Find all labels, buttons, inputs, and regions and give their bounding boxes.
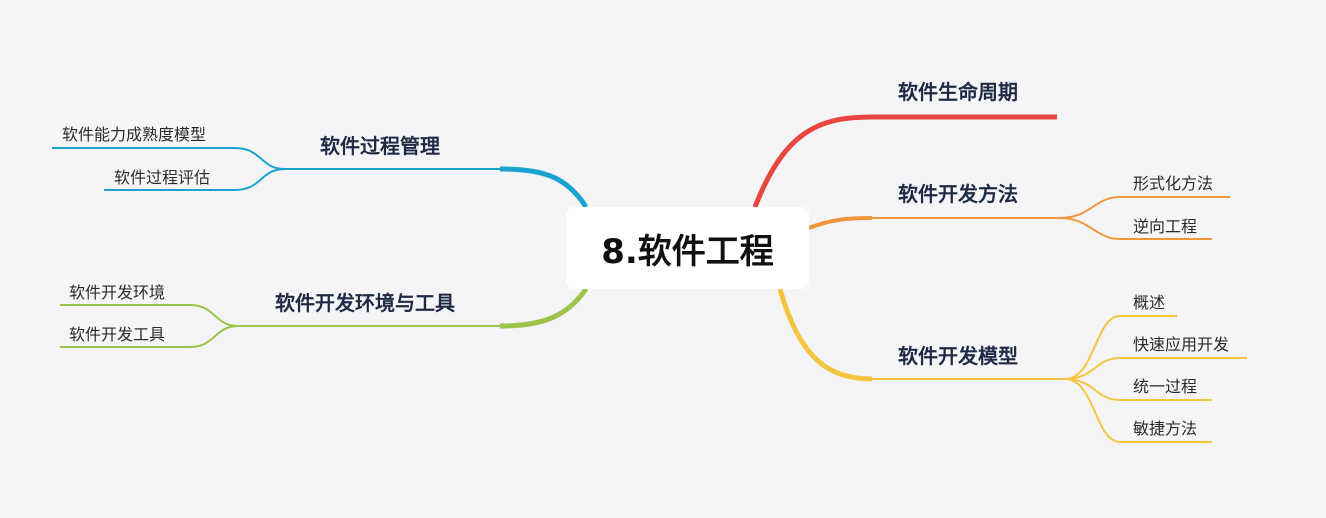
connector-lifecycle bbox=[752, 114, 1057, 208]
branch-dev-models[interactable]: 软件开发模型 bbox=[898, 344, 1018, 368]
leaf-overview[interactable]: 概述 bbox=[1133, 293, 1166, 312]
leaf-formal-methods[interactable]: 形式化方法 bbox=[1133, 174, 1214, 193]
branch-dev-methods[interactable]: 软件开发方法 bbox=[898, 182, 1018, 206]
root-topic[interactable]: 8.软件工程 bbox=[566, 207, 809, 289]
leaf-process-assessment[interactable]: 软件过程评估 bbox=[114, 168, 211, 187]
connector-dev-models bbox=[777, 288, 873, 382]
branch-process-mgmt[interactable]: 软件过程管理 bbox=[320, 134, 440, 158]
branch-lifecycle[interactable]: 软件生命周期 bbox=[898, 80, 1018, 104]
connector-env-tools bbox=[499, 287, 589, 329]
connector-process-mgmt bbox=[499, 166, 589, 209]
leaf-unified-process[interactable]: 统一过程 bbox=[1133, 377, 1198, 396]
leaf-rad[interactable]: 快速应用开发 bbox=[1133, 335, 1230, 354]
leaf-cmm[interactable]: 软件能力成熟度模型 bbox=[62, 125, 207, 144]
leaf-dev-tools[interactable]: 软件开发工具 bbox=[69, 325, 166, 344]
leaf-dev-environment[interactable]: 软件开发环境 bbox=[69, 283, 166, 302]
branch-env-tools[interactable]: 软件开发环境与工具 bbox=[275, 291, 455, 315]
leaf-agile[interactable]: 敏捷方法 bbox=[1133, 419, 1198, 438]
connector-dev-methods bbox=[808, 216, 873, 230]
leaf-reverse-engineering[interactable]: 逆向工程 bbox=[1133, 217, 1198, 236]
